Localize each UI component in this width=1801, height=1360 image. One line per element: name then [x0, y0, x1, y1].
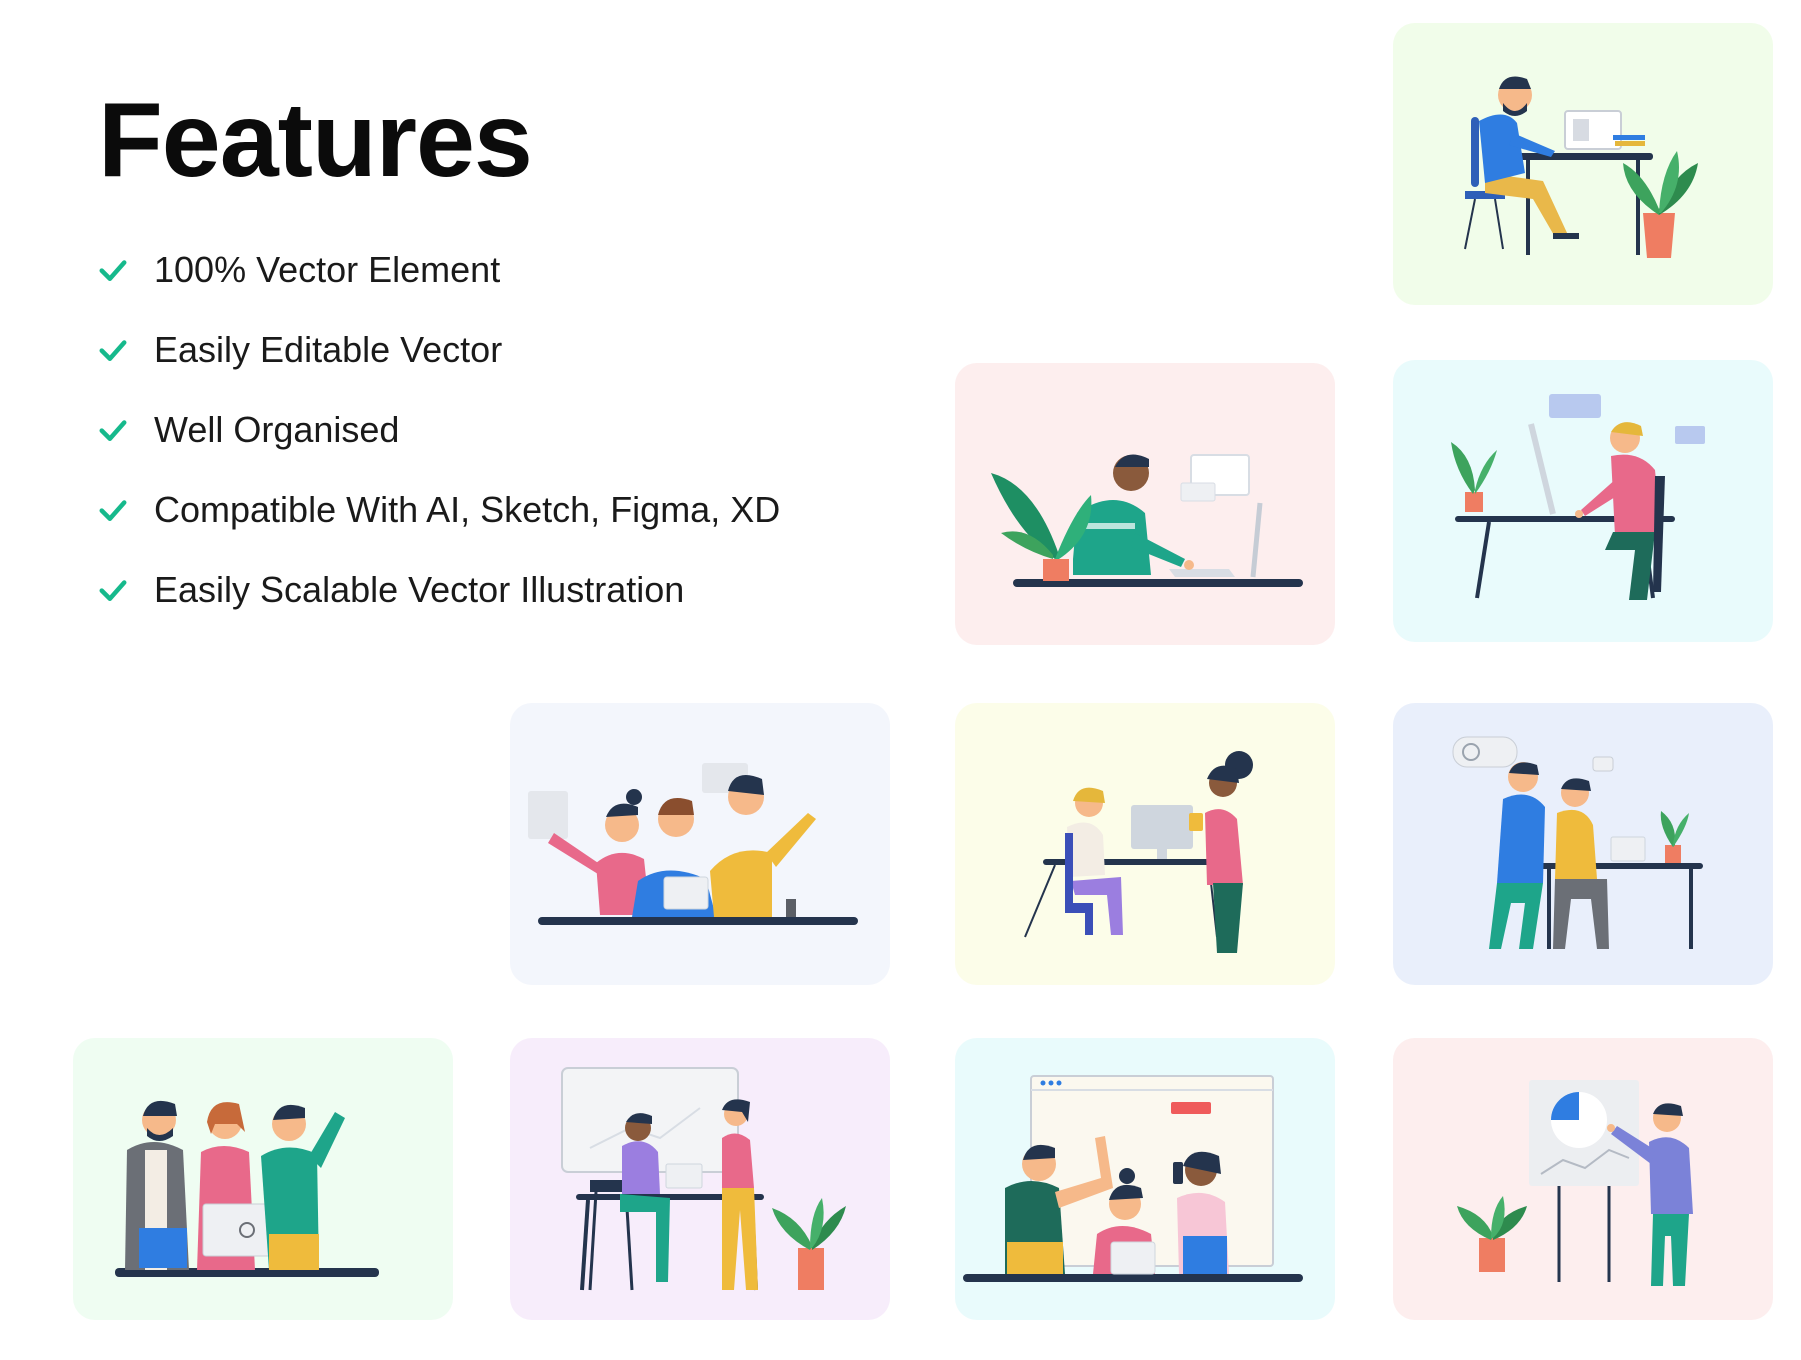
- two-men-at-desk-illustration: [1452, 736, 1703, 949]
- checkmark-icon: [99, 500, 127, 521]
- man-typing-with-plants-illustration: [991, 454, 1303, 587]
- illustration-card-two-men-at-desk: [1393, 703, 1773, 985]
- feature-item: Compatible With AI, Sketch, Figma, XD: [98, 489, 781, 530]
- illustration-card-video-call-team: [955, 1038, 1335, 1320]
- illustration-card-man-working-at-desk: [1393, 23, 1773, 305]
- illustration-card-meeting-at-whiteboard: [510, 1038, 890, 1320]
- checkmark-icon: [99, 340, 127, 361]
- illustration-card-man-presenting-chart: [1393, 1038, 1773, 1320]
- feature-item: 100% Vector Element: [98, 249, 780, 290]
- page-title: Features: [98, 81, 533, 199]
- illustration-card-man-at-computer-chatting: [1393, 360, 1773, 642]
- man-at-computer-chatting-illustration: [1451, 394, 1705, 600]
- feature-label: Compatible With AI, Sketch, Figma, XD: [154, 489, 781, 530]
- two-women-at-computer-illustration: [1024, 751, 1253, 953]
- feature-list: 100% Vector Element Easily Editable Vect…: [98, 249, 781, 650]
- team-of-three-with-laptop-illustration: [528, 763, 858, 925]
- feature-item: Easily Editable Vector: [98, 329, 780, 370]
- checkmark-icon: [99, 420, 127, 441]
- man-presenting-chart-illustration: [1457, 1080, 1693, 1286]
- video-call-team-illustration: [963, 1075, 1303, 1282]
- feature-item: Easily Scalable Vector Illustration: [98, 569, 780, 610]
- feature-label: Easily Scalable Vector Illustration: [154, 569, 685, 610]
- feature-label: Well Organised: [154, 409, 400, 450]
- illustration-card-team-of-three-with-laptop: [510, 703, 890, 985]
- illustration-card-man-typing-with-plants: [955, 363, 1335, 645]
- feature-item: Well Organised: [98, 409, 780, 450]
- team-standing-with-laptop-illustration: [115, 1100, 379, 1277]
- man-working-at-desk-illustration: [1464, 76, 1698, 258]
- feature-label: 100% Vector Element: [154, 249, 501, 290]
- meeting-at-whiteboard-illustration: [561, 1067, 846, 1291]
- feature-label: Easily Editable Vector: [154, 329, 503, 370]
- illustration-card-team-standing-with-laptop: [73, 1038, 453, 1320]
- checkmark-icon: [99, 580, 127, 601]
- illustration-card-two-women-at-computer: [955, 703, 1335, 985]
- checkmark-icon: [99, 260, 127, 281]
